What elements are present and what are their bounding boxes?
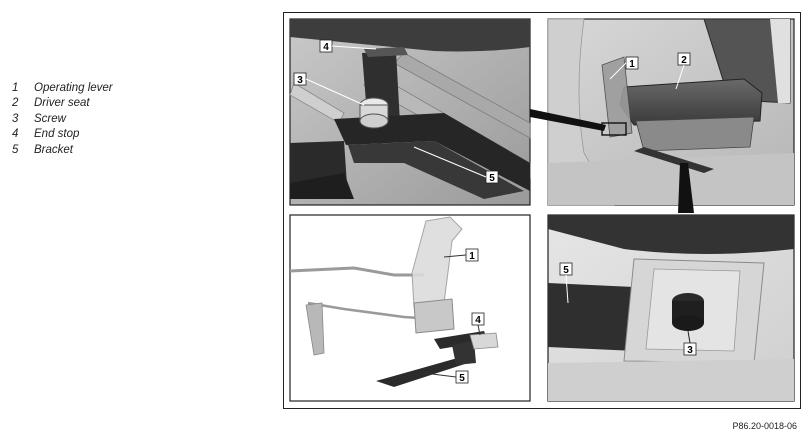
panel-bottom-left: 1 4 5	[289, 214, 531, 402]
illustration-frame: 4 3 5 1 2	[283, 12, 801, 409]
callout-4: 4	[323, 42, 329, 53]
leader-line	[477, 324, 481, 336]
callout-3: 3	[297, 75, 303, 86]
legend-number: 4	[12, 128, 19, 141]
panel-top-right: 1 2	[547, 18, 795, 206]
leader-line	[687, 330, 691, 344]
callout-5: 5	[563, 265, 569, 276]
legend-label: Operating lever	[34, 81, 113, 94]
legend-item-2: 2 Driver seat	[12, 96, 113, 112]
figure-code: P86.20-0018-06	[732, 421, 797, 431]
callout-2: 2	[681, 55, 687, 66]
legend-item-4: 4 End stop	[12, 127, 113, 143]
callout-4: 4	[475, 315, 481, 326]
legend-item-1: 1 Operating lever	[12, 80, 113, 96]
legend-number: 2	[12, 97, 19, 110]
leader-line	[413, 146, 487, 178]
legend-number: 3	[12, 112, 19, 125]
leader-line	[305, 78, 365, 106]
illustration-svg: 4 3 5 1 2	[289, 18, 795, 402]
legend-label: Bracket	[34, 143, 73, 156]
leader-line	[565, 274, 569, 304]
legend-number: 1	[12, 81, 19, 94]
legend-item-3: 3 Screw	[12, 111, 113, 127]
pointer-arrow	[530, 109, 606, 131]
panel-bottom-right: 5 3	[547, 214, 795, 402]
callout-5: 5	[489, 173, 495, 184]
legend: 1 Operating lever 2 Driver seat 3 Screw 4 En…	[12, 80, 113, 158]
legend-label: Screw	[34, 112, 66, 125]
legend-label: End stop	[34, 128, 80, 141]
panel-top-left: 4 3 5	[289, 18, 531, 206]
pointer-arrow	[678, 163, 694, 213]
legend-item-5: 5 Bracket	[12, 142, 113, 158]
leader-line	[331, 45, 377, 50]
legend-number: 5	[12, 143, 19, 156]
leader-line	[609, 62, 627, 80]
leader-line	[675, 64, 685, 90]
legend-label: Driver seat	[34, 97, 90, 110]
callout-3: 3	[687, 345, 693, 356]
callout-1: 1	[629, 59, 635, 70]
leader-line	[423, 372, 457, 378]
callout-1: 1	[469, 251, 475, 262]
leader-line	[443, 254, 467, 258]
callout-5: 5	[459, 373, 465, 384]
